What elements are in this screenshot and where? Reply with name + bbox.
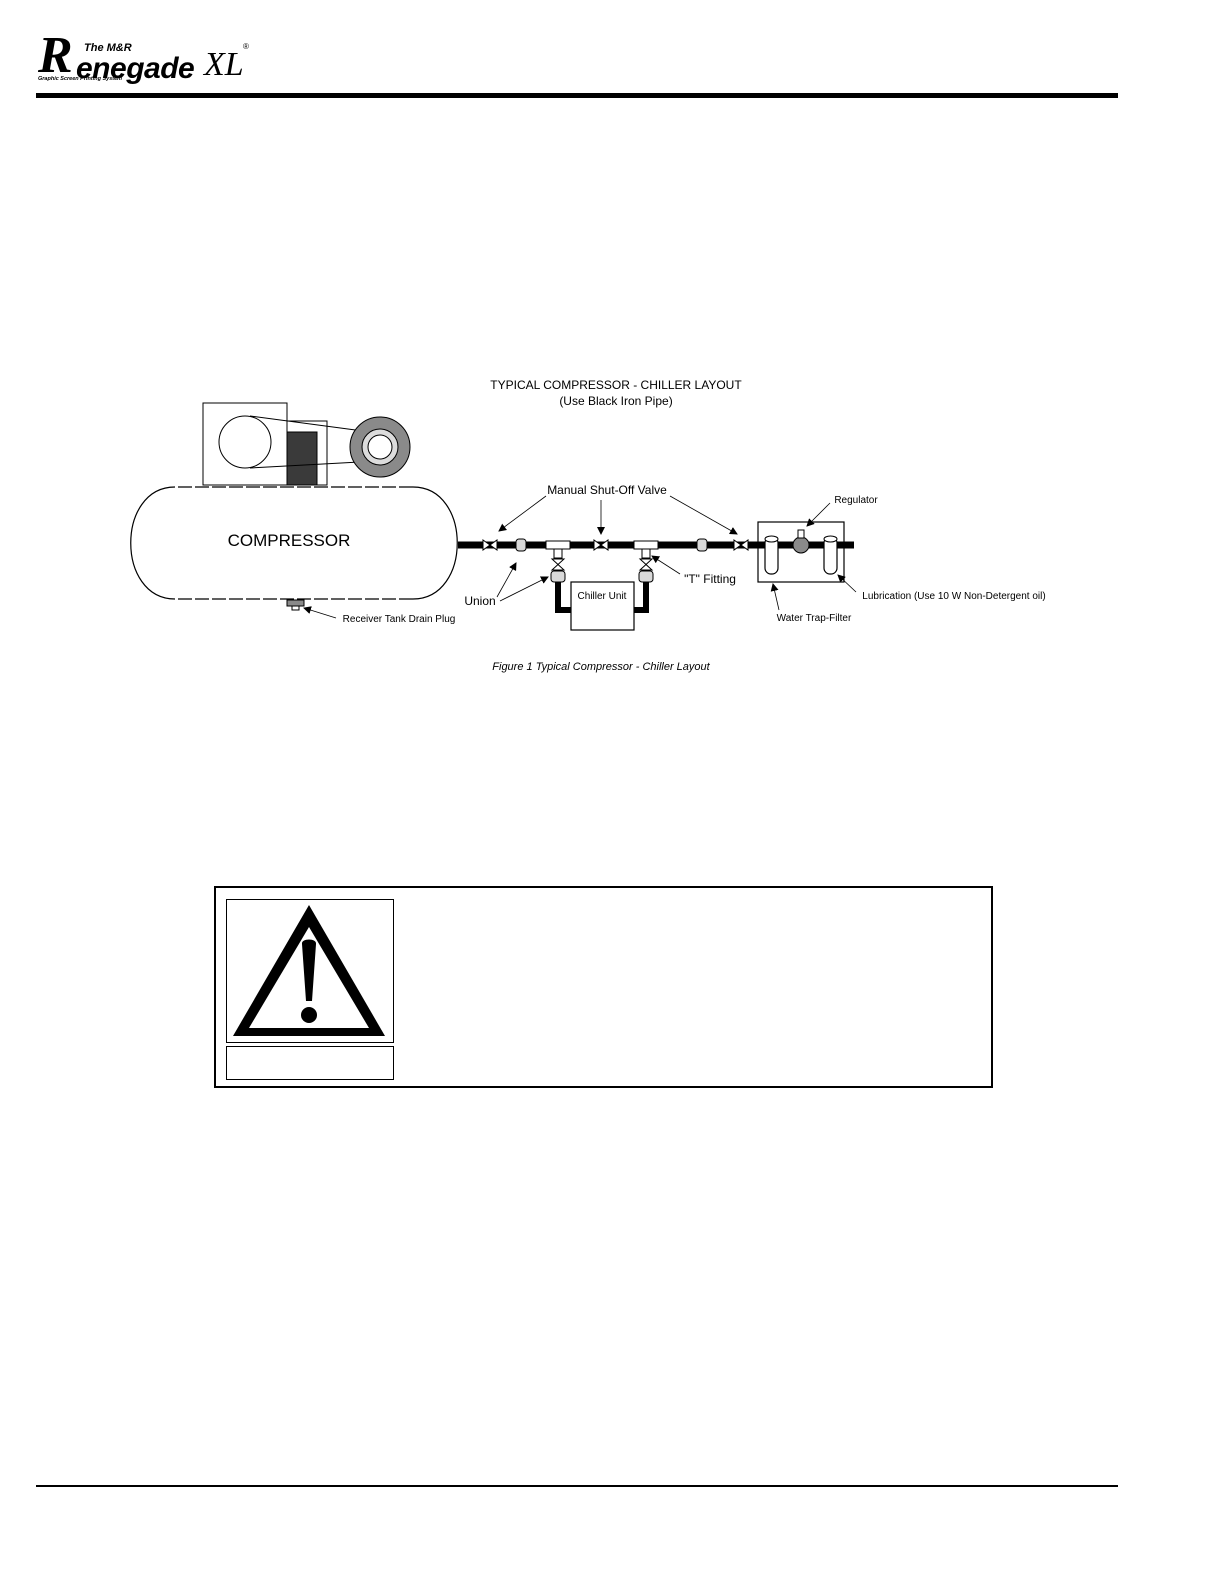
footer-rule [36,1485,1118,1487]
renegade-xl-logo: R The M&R enegade XL ® Graphic Screen Pr… [36,26,266,90]
water-trap-label: Water Trap-Filter [777,613,852,624]
lubrication-label: Lubrication (Use 10 W Non-Detergent oil) [862,591,1045,602]
figure-subheading: (Use Black Iron Pipe) [559,394,672,408]
union-2 [696,538,708,552]
figure-heading: TYPICAL COMPRESSOR - CHILLER LAYOUT [490,378,742,392]
t-fitting-1 [545,540,571,559]
warning-triangle-icon [233,905,385,1036]
warning-icon-frame [226,899,394,1043]
motor-block [286,431,318,486]
logo-registered-mark: ® [243,42,249,51]
lubricator-bowl [823,536,838,575]
logo-word: enegade [76,52,195,85]
drain-plug [286,599,305,611]
branch-valve-1 [550,558,566,571]
warning-box [214,886,993,1088]
manual-valve-label: Manual Shut-Off Valve [547,483,667,497]
compressor-label: COMPRESSOR [228,531,351,550]
warning-label-frame [226,1046,394,1080]
union-1 [515,538,527,552]
branch-union-1 [550,570,566,583]
shutoff-valve-3 [733,539,749,551]
chiller-return-pipe [634,582,649,613]
compressor-motor [202,402,411,486]
logo-prefix: The M&R [84,42,132,54]
t-fitting-2 [633,540,659,559]
chiller-label: Chiller Unit [578,591,627,602]
shutoff-valve-2 [593,539,609,551]
regulator-label: Regulator [834,495,878,506]
figure-caption: Figure 1 Typical Compressor - Chiller La… [492,661,710,673]
shutoff-valve-1 [482,539,498,551]
pulley-wheel [218,415,272,469]
logo-initial: R [38,27,73,84]
compressor-tank: COMPRESSOR [130,486,458,600]
leader-lines [303,495,857,619]
logo-tagline: Graphic Screen Printing System [38,76,123,82]
chiller-supply-pipe [555,582,571,613]
regulator-gauge [792,536,810,554]
union-label: Union [464,594,495,608]
chiller-unit [570,581,635,631]
drain-plug-label: Receiver Tank Drain Plug [343,614,456,625]
branch-union-2 [638,570,654,583]
compressor-chiller-diagram: TYPICAL COMPRESSOR - CHILLER LAYOUT (Use… [130,378,1046,673]
t-fitting-label: "T" Fitting [684,572,736,586]
header-rule [36,93,1118,98]
frl-assembly [757,521,854,583]
branch-valve-2 [638,558,654,571]
logo-suffix: XL [204,46,244,83]
water-trap-filter-bowl [764,536,779,575]
